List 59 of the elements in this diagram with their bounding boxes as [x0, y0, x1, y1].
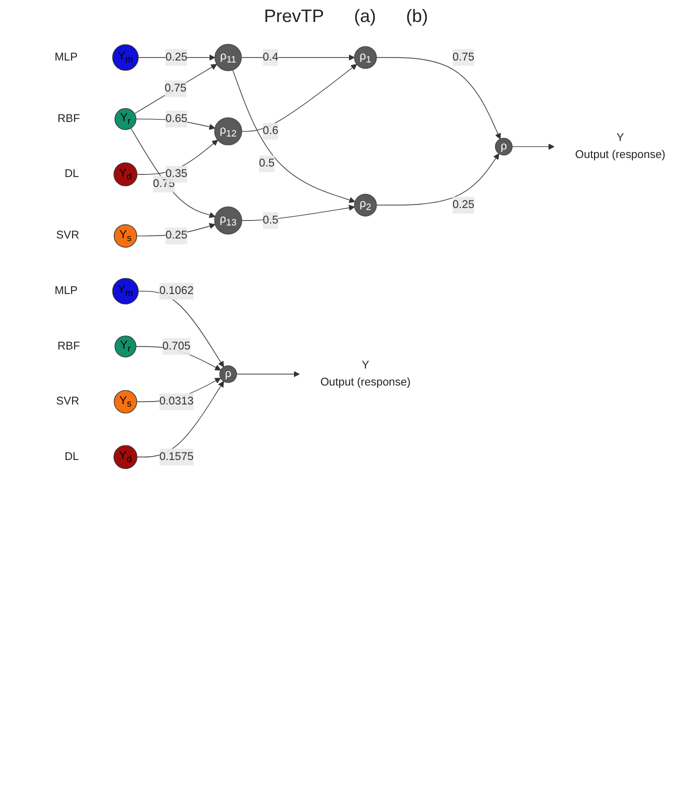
edge-label: 0.1575	[159, 450, 194, 463]
arrow	[376, 57, 501, 140]
node-label: DL	[64, 450, 79, 463]
arrow	[136, 380, 224, 458]
node-circle: Y$_{m}$	[112, 44, 139, 71]
arrow	[512, 144, 554, 150]
node-circle: ρ$_{2}$	[354, 194, 377, 216]
edge-label: 0.25	[166, 51, 188, 64]
arrow	[241, 64, 358, 132]
node-label: DL	[64, 168, 79, 180]
arrow	[134, 64, 218, 114]
edge-label: 0.75	[164, 82, 186, 94]
arrow	[130, 128, 216, 218]
node-circle: ρ$_{13}$	[214, 206, 242, 234]
node-text: Y Output (response)	[320, 359, 411, 388]
arrow	[236, 371, 300, 378]
node-label: SVR	[56, 230, 80, 242]
node-circle: ρ$_{12}$	[214, 117, 242, 146]
edge-label: 0.5	[258, 158, 275, 170]
edge-label: 0.1062	[159, 284, 194, 297]
arrow	[138, 290, 224, 368]
node-circle: Y$_{d}$	[114, 162, 138, 186]
arrow	[241, 54, 355, 61]
edge-label: 0.705	[162, 340, 190, 352]
node-circle: Y$_{s}$	[114, 224, 138, 248]
node-circle: Y$_{s}$	[114, 390, 138, 414]
edge-label: 0.35	[166, 168, 188, 180]
edge-label: 0.0313	[159, 395, 194, 408]
node-circle: Y$_{r}$	[114, 336, 136, 358]
edge-label: 0.25	[166, 230, 188, 242]
node-label: SVR	[56, 395, 80, 408]
edge-label: 0.75	[153, 178, 175, 190]
edge-label: 0.75	[452, 51, 474, 64]
node-circle: ρ$_{11}$	[214, 44, 242, 72]
node-circle: ρ	[219, 365, 237, 383]
arrow	[241, 204, 355, 221]
edge-label: 0.4	[262, 51, 278, 64]
arrow	[136, 223, 216, 236]
node-text: Y Output (response)	[575, 132, 666, 161]
node-label: RBF	[58, 112, 80, 125]
node-circle: ρ$_{1}$	[354, 46, 377, 69]
edge-label: 0.6	[262, 125, 278, 137]
label-text: PrevTP	[264, 6, 324, 27]
node-circle: Y$_{m}$	[112, 278, 139, 304]
node-circle: ρ	[494, 138, 513, 156]
node-label: MLP	[54, 284, 78, 297]
label-text: (b)	[406, 6, 428, 27]
arrow	[232, 70, 356, 203]
edge-label: 0.5	[262, 214, 278, 226]
arrow	[136, 140, 218, 175]
edge-label: 0.65	[166, 112, 188, 125]
label-text: (a)	[354, 6, 376, 27]
edge-label: 0.25	[452, 198, 474, 211]
node-circle: Y$_{d}$	[114, 445, 138, 469]
arrow	[138, 54, 216, 61]
node-label: MLP	[54, 51, 78, 64]
node-circle: Y$_{r}$	[114, 108, 136, 130]
arrow	[376, 153, 500, 206]
node-label: RBF	[58, 340, 80, 352]
